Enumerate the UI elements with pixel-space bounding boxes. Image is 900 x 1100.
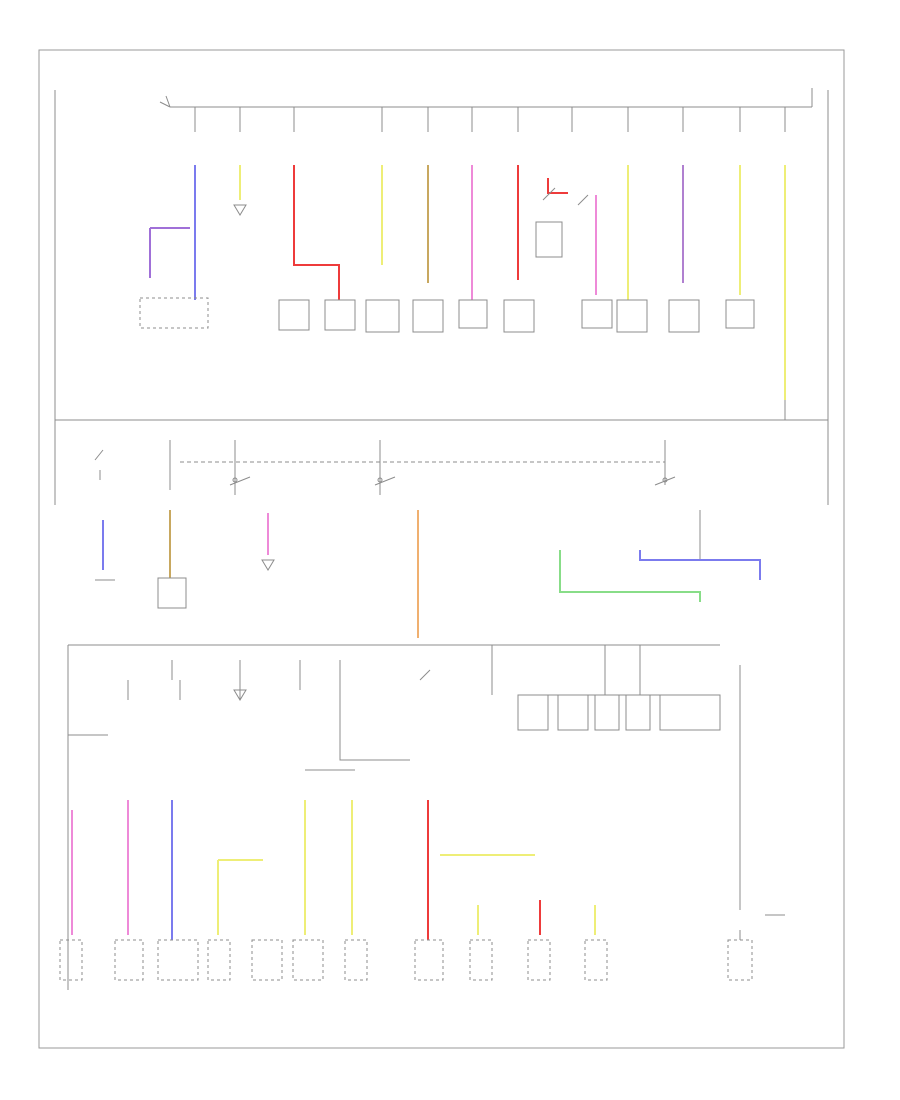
ground-symbol-1 [233,204,247,216]
top-relay-box [535,187,589,258]
bottom-connector-10 [527,939,551,981]
bottom-connector-12 [727,939,753,981]
connector-5 [412,299,444,333]
top-colored-wires [149,165,786,400]
bottom-connector-1 [59,939,83,981]
bottom-connector-2 [114,939,144,981]
wire-green-mid [559,550,701,602]
bottom-connectors [59,939,753,981]
middle-connectors [95,559,275,609]
bottom-connector-11 [584,939,608,981]
connector-4 [365,299,400,333]
connector-11 [725,299,755,329]
bottom-connector-9 [469,939,493,981]
ignition-switch-section [94,440,701,560]
top-connectors [139,204,755,333]
wire-purple-1 [149,227,190,278]
middle-divider [55,400,828,421]
bottom-connector-7 [344,939,368,981]
lower-bus-section [67,644,741,990]
connector-8 [581,299,613,329]
wire-blue-mid-2 [639,550,761,580]
connector-9 [616,299,648,333]
bottom-right-ground [739,914,785,940]
lower-colored-wires [71,800,596,940]
wire-red-8 [547,178,568,194]
connector-1 [139,297,209,329]
connector-10 [668,299,700,333]
connector-2 [278,299,310,331]
connector-7 [503,299,535,333]
wire-red-3 [293,165,340,300]
bottom-connector-6 [292,939,324,981]
top-fuse-drops [194,107,786,132]
bottom-connector-8 [414,939,444,981]
wire-yellow-low-1 [217,859,263,935]
bottom-connector-3 [157,939,199,981]
middle-colored-wires [102,510,761,638]
bottom-connector-5 [251,939,283,981]
bottom-connector-4 [207,939,231,981]
connector-6 [458,299,488,329]
lower-relay-boxes [517,694,721,731]
connector-3 [324,299,356,331]
diagram-frame [38,49,845,1049]
battery-bus-section [54,88,829,505]
top-switch-symbol [159,95,171,108]
wire-yellow-low-5 [477,905,596,935]
